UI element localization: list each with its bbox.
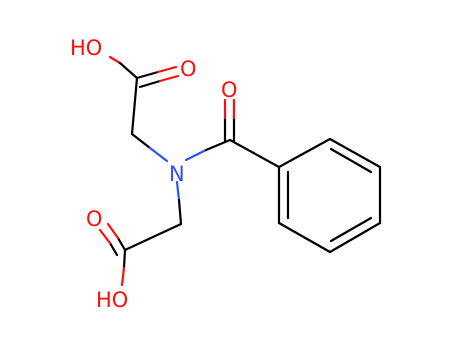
bond-ch2-c-bottom	[123, 222, 183, 252]
bond-ring	[328, 137, 382, 169]
bond-c-o-top-double-2	[138, 79, 162, 89]
atom-o-top-carbonyl: O	[180, 57, 197, 81]
bond-c-o-bottom-double-2	[98, 228, 112, 245]
bond-ring	[328, 221, 382, 254]
bond-n-c-amide	[204, 138, 232, 152]
bond-ho-top-c	[108, 55, 122, 65]
atom-o-bottom-carbonyl: O	[86, 207, 103, 231]
bond-group	[98, 55, 382, 287]
bond-c-o-top-double-2	[158, 74, 180, 83]
bond-n-ch2-bottom	[175, 180, 181, 202]
bond-amide-c-phenyl	[228, 138, 281, 169]
bond-ring	[277, 137, 332, 169]
bond-c-o-bottom-double-1	[106, 222, 120, 240]
bond-c-ch2-top	[130, 76, 139, 136]
bond-n-c-amide	[184, 148, 208, 162]
bond-n-ch2-bottom	[177, 198, 183, 226]
bond-ring	[277, 221, 332, 254]
bond-c-o-top-double-1	[156, 65, 178, 74]
bond-ho-top-c	[118, 61, 139, 80]
atom-n-center: N	[169, 162, 185, 186]
atom-o-amide: O	[221, 78, 238, 102]
bond-ch2-n-top	[148, 146, 169, 163]
bond-ring-inner	[329, 147, 373, 174]
bond-ring-inner	[329, 216, 373, 243]
atom-ho-bottom: HO	[96, 288, 128, 312]
bond-c-o-bottom-double-2	[108, 241, 119, 257]
bond-c-o-bottom-double-1	[116, 236, 127, 252]
bond-c-oh-bottom	[120, 266, 126, 287]
bond-c-oh-bottom	[122, 248, 127, 270]
bond-ch2-n-top	[130, 132, 152, 150]
atom-ho-top: HO	[70, 36, 102, 60]
bond-c-o-top-double-1	[135, 70, 160, 80]
